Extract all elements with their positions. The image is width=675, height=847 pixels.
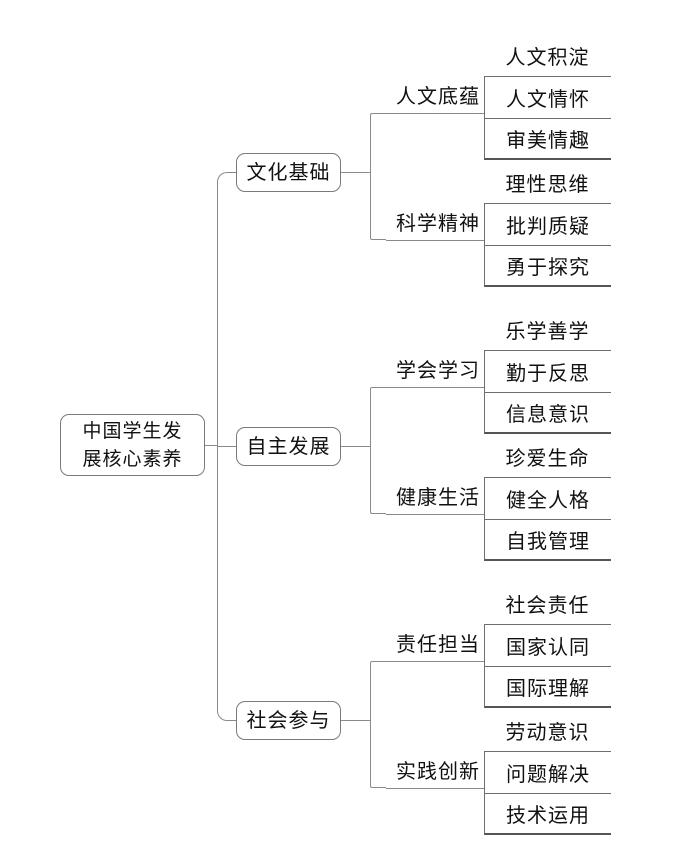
branch-node-1-label: 自主发展 <box>246 434 331 458</box>
leaf-node[interactable]: 勇于探究 <box>484 245 611 287</box>
leaf-node[interactable]: 社会责任 <box>484 582 611 624</box>
branch-node-0-label: 文化基础 <box>246 160 331 184</box>
leaf-stack-2-0: 社会责任 国家认同 国际理解 <box>484 582 611 708</box>
root-connector <box>205 445 218 446</box>
group-0-1-stub <box>386 240 486 241</box>
root-node[interactable]: 中国学生发 展核心素养 <box>60 414 205 476</box>
branch-node-2-label: 社会参与 <box>246 708 331 732</box>
leaf-node[interactable]: 乐学善学 <box>484 308 611 350</box>
leaf-node[interactable]: 国际理解 <box>484 666 611 708</box>
root-node-label-line2: 展核心素养 <box>82 448 183 470</box>
leaf-node[interactable]: 珍爱生命 <box>484 435 611 477</box>
leaf-stack-0-1: 理性思维 批判质疑 勇于探究 <box>484 161 611 287</box>
branch-0-stub <box>341 172 371 173</box>
root-node-label-line1: 中国学生发 <box>82 420 183 442</box>
branch-2-stub <box>341 720 371 721</box>
group-label-0-1: 科学精神 <box>396 211 480 235</box>
leaf-node[interactable]: 国家认同 <box>484 624 611 666</box>
group-2-1-stub <box>386 788 486 789</box>
leaf-stack-1-0: 乐学善学 勤于反思 信息意识 <box>484 308 611 434</box>
leaf-node[interactable]: 人文情怀 <box>484 76 611 118</box>
leaf-node[interactable]: 信息意识 <box>484 392 611 434</box>
branch-connector-2 <box>217 446 237 447</box>
branch-node-2[interactable]: 社会参与 <box>236 701 341 740</box>
leaf-node[interactable]: 自我管理 <box>484 519 611 561</box>
group-label-1-0: 学会学习 <box>396 358 480 382</box>
group-label-2-1: 实践创新 <box>396 759 480 783</box>
group-label-0-0: 人文底蕴 <box>396 84 480 108</box>
branch-2-bracket <box>370 661 386 788</box>
branch-0-bracket <box>370 113 386 240</box>
group-1-0-stub <box>386 387 486 388</box>
leaf-node[interactable]: 技术运用 <box>484 793 611 835</box>
branch-1-bracket <box>370 387 386 514</box>
leaf-node[interactable]: 理性思维 <box>484 161 611 203</box>
leaf-stack-0-0: 人文积淀 人文情怀 审美情趣 <box>484 34 611 160</box>
leaf-node[interactable]: 批判质疑 <box>484 203 611 245</box>
leaf-node[interactable]: 勤于反思 <box>484 350 611 392</box>
leaf-node[interactable]: 审美情趣 <box>484 118 611 160</box>
branch-1-stub <box>341 446 371 447</box>
group-0-0-stub <box>386 113 486 114</box>
group-2-0-stub <box>386 661 486 662</box>
leaf-stack-1-1: 珍爱生命 健全人格 自我管理 <box>484 435 611 561</box>
group-1-1-stub <box>386 514 486 515</box>
group-label-1-1: 健康生活 <box>396 485 480 509</box>
branch-node-1[interactable]: 自主发展 <box>236 427 341 466</box>
leaf-node[interactable]: 人文积淀 <box>484 34 611 76</box>
group-label-2-0: 责任担当 <box>396 632 480 656</box>
branch-node-0[interactable]: 文化基础 <box>236 153 341 192</box>
leaf-stack-2-1: 劳动意识 问题解决 技术运用 <box>484 709 611 835</box>
leaf-node[interactable]: 劳动意识 <box>484 709 611 751</box>
leaf-node[interactable]: 健全人格 <box>484 477 611 519</box>
leaf-node[interactable]: 问题解决 <box>484 751 611 793</box>
